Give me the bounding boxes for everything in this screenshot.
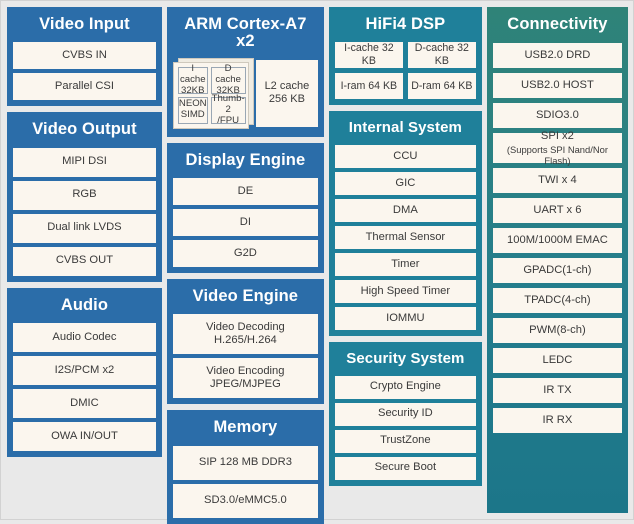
block-title-display-engine: Display Engine (185, 150, 306, 169)
cell-video-encoding-line1: Video Encoding (206, 365, 285, 378)
cell-gpadc[interactable]: GPADC(1-ch) (492, 258, 622, 284)
block-title-arm-cortex-a7: ARM Cortex-A7 x2 (184, 15, 307, 51)
cell-twi-x4[interactable]: TWI x 4 (492, 168, 622, 194)
cell-neon-simd-line1: NEON (178, 98, 207, 110)
block-video-output: Video Output MIPI DSI RGB Dual link LVDS… (7, 112, 162, 282)
cell-video-decoding[interactable]: Video Decoding H.265/H.264 (172, 314, 318, 355)
block-video-engine: Video Engine Video Decoding H.265/H.264 … (166, 278, 324, 405)
cell-neon-simd[interactable]: NEON SIMD (177, 96, 208, 124)
column-second: ARM Cortex-A7 x2 I cache 32KB D cache 32… (166, 7, 324, 524)
cell-security-id[interactable]: Security ID (334, 402, 476, 426)
cell-thumb2-fpu-line1: Thumb-2 (211, 93, 245, 115)
cell-neon-simd-line2: SIMD (180, 109, 205, 121)
cell-mipi-dsi[interactable]: MIPI DSI (13, 147, 156, 177)
cell-sdio30[interactable]: SDIO3.0 (492, 103, 622, 129)
block-title-video-engine: Video Engine (192, 286, 299, 305)
block-connectivity: Connectivity USB2.0 DRD USB2.0 HOST SDIO… (486, 7, 628, 513)
cell-secure-boot[interactable]: Secure Boot (334, 456, 476, 480)
column-right: Connectivity USB2.0 DRD USB2.0 HOST SDIO… (486, 7, 628, 513)
cell-dsp-d-cache[interactable]: D-cache 32 KB (407, 42, 476, 69)
cell-tpadc[interactable]: TPADC(4-ch) (492, 288, 622, 314)
cell-crypto-engine[interactable]: Crypto Engine (334, 375, 476, 399)
cell-cvbs-out[interactable]: CVBS OUT (13, 246, 156, 276)
cell-dsp-d-ram[interactable]: D-ram 64 KB (407, 73, 476, 100)
cell-emac[interactable]: 100M/1000M EMAC (492, 228, 622, 254)
cell-video-decoding-line1: Video Decoding (205, 321, 285, 334)
cell-dsp-i-cache[interactable]: I-cache 32 KB (334, 42, 403, 69)
cell-rgb[interactable]: RGB (13, 180, 156, 210)
cell-dsp-i-ram[interactable]: I-ram 64 KB (334, 73, 403, 100)
block-audio: Audio Audio Codec I2S/PCM x2 DMIC OWA IN… (7, 287, 162, 457)
block-security-system: Security System Crypto Engine Security I… (328, 342, 482, 486)
cell-parallel-csi[interactable]: Parallel CSI (13, 73, 156, 101)
cell-di[interactable]: DI (172, 208, 318, 236)
cell-usb20-drd[interactable]: USB2.0 DRD (492, 43, 622, 69)
cell-iommu[interactable]: IOMMU (334, 307, 476, 331)
block-title-security-system: Security System (346, 350, 465, 368)
cell-dma[interactable]: DMA (334, 199, 476, 223)
block-title-memory: Memory (213, 418, 278, 437)
block-title-connectivity: Connectivity (507, 15, 608, 33)
cell-ccu[interactable]: CCU (334, 145, 476, 169)
cell-high-speed-timer[interactable]: High Speed Timer (334, 280, 476, 304)
block-title-internal-system: Internal System (348, 119, 462, 137)
cell-g2d[interactable]: G2D (172, 239, 318, 267)
column-third: HiFi4 DSP I-cache 32 KB D-cache 32 KB I-… (328, 7, 482, 513)
block-display-engine: Display Engine DE DI G2D (166, 142, 324, 273)
cell-i2s-pcm[interactable]: I2S/PCM x2 (13, 355, 156, 385)
cell-usb20-host[interactable]: USB2.0 HOST (492, 73, 622, 99)
cell-ledc[interactable]: LEDC (492, 348, 622, 374)
cell-cvbs-in[interactable]: CVBS IN (13, 42, 156, 70)
block-memory: Memory SIP 128 MB DDR3 SD3.0/eMMC5.0 (166, 410, 324, 524)
cell-l2-cache-line1: L2 cache (264, 79, 310, 92)
cell-spi-x2-line2: (Supports SPI Nand/Nor Flash) (506, 143, 608, 167)
block-video-input: Video Input CVBS IN Parallel CSI (7, 7, 162, 107)
cell-d-cache-line1: D cache (215, 63, 241, 85)
cell-timer[interactable]: Timer (334, 253, 476, 277)
arm-core-stack-front-layer: I cache 32KB D cache 32KB NEON SIMD Th (172, 61, 249, 129)
cell-spi-x2[interactable]: SPI x2 (Supports SPI Nand/Nor Flash) (492, 130, 622, 166)
cell-l2-cache-line2: 256 KB (268, 93, 305, 106)
cell-thermal-sensor[interactable]: Thermal Sensor (334, 226, 476, 250)
cell-gic[interactable]: GIC (334, 172, 476, 196)
cell-dual-link-lvds[interactable]: Dual link LVDS (13, 213, 156, 243)
cell-ir-tx[interactable]: IR TX (492, 378, 622, 404)
cell-dmic[interactable]: DMIC (13, 388, 156, 418)
cell-thumb2-fpu[interactable]: Thumb-2 /FPU (210, 93, 246, 126)
block-title-audio: Audio (60, 295, 109, 314)
cell-sd-emmc[interactable]: SD3.0/eMMC5.0 (172, 483, 318, 518)
block-hifi4-dsp: HiFi4 DSP I-cache 32 KB D-cache 32 KB I-… (328, 7, 482, 106)
cell-de[interactable]: DE (172, 177, 318, 205)
block-title-video-input: Video Input (39, 15, 130, 33)
cell-trustzone[interactable]: TrustZone (334, 429, 476, 453)
cell-pwm[interactable]: PWM(8-ch) (492, 318, 622, 344)
cell-video-decoding-line2: H.265/H.264 (213, 334, 277, 347)
cell-ir-rx[interactable]: IR RX (492, 408, 622, 434)
cell-i-cache-line1: I cache (179, 63, 206, 85)
column-left: Video Input CVBS IN Parallel CSI Video O… (7, 7, 162, 513)
cell-video-encoding[interactable]: Video Encoding JPEG/MJPEG (172, 358, 318, 399)
cell-uart-x6[interactable]: UART x 6 (492, 198, 622, 224)
cell-owa-in-out[interactable]: OWA IN/OUT (13, 421, 156, 451)
cell-sip-ddr3[interactable]: SIP 128 MB DDR3 (172, 445, 318, 480)
block-internal-system: Internal System CCU GIC DMA Thermal Sens… (328, 111, 482, 337)
cell-l2-cache[interactable]: L2 cache 256 KB (255, 59, 318, 127)
block-title-video-output: Video Output (32, 120, 137, 139)
block-title-hifi4-dsp: HiFi4 DSP (365, 15, 446, 33)
cell-thumb2-fpu-line2: /FPU (217, 114, 240, 126)
cell-video-encoding-line2: JPEG/MJPEG (209, 378, 281, 391)
arm-core-stack: I cache 32KB D cache 32KB NEON SIMD Th (172, 57, 254, 129)
cell-audio-codec[interactable]: Audio Codec (13, 322, 156, 352)
cell-i-cache[interactable]: I cache 32KB (177, 63, 208, 96)
cell-d-cache[interactable]: D cache 32KB (210, 63, 246, 96)
arm-core-group: I cache 32KB D cache 32KB NEON SIMD Th (172, 57, 318, 131)
cell-d-cache-line2: 32KB (216, 84, 240, 96)
cell-i-cache-line2: 32KB (181, 84, 205, 96)
cell-spi-x2-line1: SPI x2 (540, 130, 574, 143)
block-arm-cortex-a7: ARM Cortex-A7 x2 I cache 32KB D cache 32… (166, 7, 324, 137)
dsp-memory-grid: I-cache 32 KB D-cache 32 KB I-ram 64 KB … (334, 42, 476, 100)
